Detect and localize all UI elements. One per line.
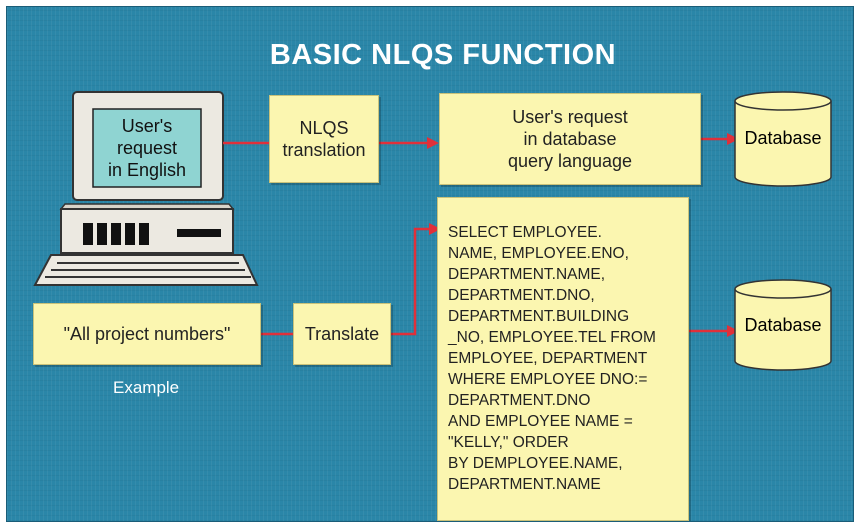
- example-query-box: "All project numbers": [33, 303, 261, 365]
- sql-query-box: SELECT EMPLOYEE. NAME, EMPLOYEE.ENO, DEP…: [437, 197, 689, 521]
- arrow-translate-to-sql: [389, 227, 431, 336]
- translate-box: Translate: [293, 303, 391, 365]
- database-icon-bottom: [734, 279, 832, 371]
- computer-icon: [33, 91, 259, 286]
- diagram-title: BASIC NLQS FUNCTION: [269, 39, 617, 71]
- database-label-bottom: Database: [744, 315, 822, 335]
- example-label: Example: [113, 378, 180, 397]
- diagram-graphics: [33, 91, 832, 371]
- computer-screen-text: User's request in English: [107, 116, 187, 180]
- database-icon-top: [734, 91, 832, 187]
- diagram-canvas: BASIC NLQS FUNCTION: [6, 6, 854, 522]
- arrow-heads: [427, 133, 739, 337]
- user-request-dbql-box: User's request in database query languag…: [439, 93, 701, 185]
- flow-arrows: [223, 137, 729, 336]
- database-label-top: Database: [744, 128, 822, 148]
- nlqs-translation-box: NLQS translation: [269, 95, 379, 183]
